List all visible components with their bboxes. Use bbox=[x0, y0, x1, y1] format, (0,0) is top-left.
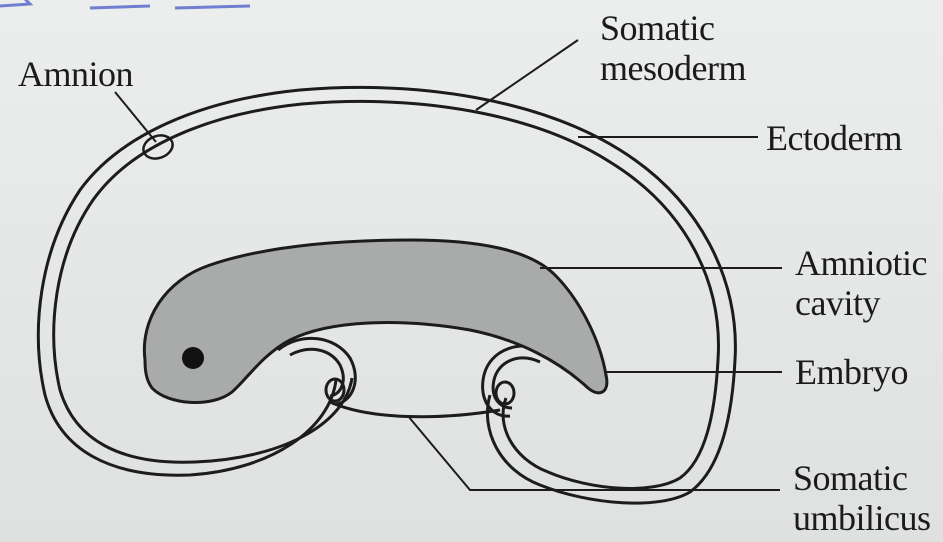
label-amnion: Amnion bbox=[18, 54, 133, 94]
label-somatic-mesoderm: Somatic mesoderm bbox=[600, 8, 746, 88]
label-somatic-umbilicus: Somatic umbilicus bbox=[793, 458, 931, 538]
embryo-head-dot bbox=[182, 347, 204, 369]
leader-somatic-umbilicus bbox=[408, 416, 780, 490]
label-somatic-mesoderm-line2: mesoderm bbox=[600, 48, 746, 88]
amnion-loop bbox=[140, 132, 176, 163]
label-somatic-umbilicus-line2: umbilicus bbox=[793, 498, 931, 538]
inner-folds bbox=[278, 338, 548, 416]
label-ectoderm: Ectoderm bbox=[766, 118, 902, 158]
leader-amnion bbox=[115, 92, 156, 142]
label-somatic-mesoderm-line1: Somatic bbox=[600, 8, 746, 48]
pen-mark bbox=[0, 0, 250, 8]
embryo-shape bbox=[144, 240, 607, 403]
label-embryo: Embryo bbox=[795, 352, 908, 392]
leader-somatic-mesoderm bbox=[476, 40, 578, 110]
label-amniotic-cavity-line1: Amniotic bbox=[795, 243, 927, 283]
label-amniotic-cavity-line2: cavity bbox=[795, 283, 927, 323]
umbilical-bottom-line bbox=[330, 402, 500, 417]
label-somatic-umbilicus-line1: Somatic bbox=[793, 458, 931, 498]
label-amniotic-cavity: Amniotic cavity bbox=[795, 243, 927, 323]
